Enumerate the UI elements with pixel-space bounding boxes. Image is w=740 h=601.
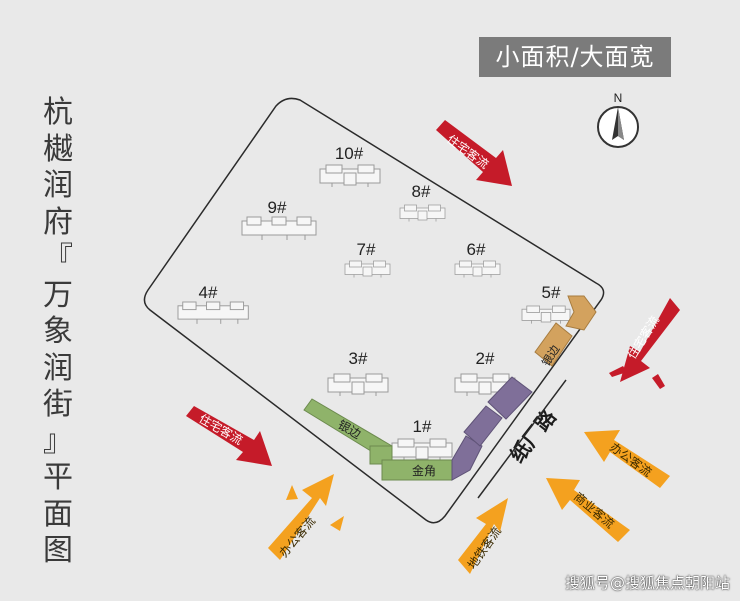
side-title-char: 象 [43, 314, 73, 349]
flow-label: 商业客流 [571, 489, 617, 531]
side-title: 杭 樾 润 府 『 万 象 润 街 』 平 面 图 [38, 95, 78, 570]
feature-badge: 小面积/大面宽 [479, 37, 671, 77]
side-title-char: 润 [43, 168, 73, 203]
side-title-char: 万 [43, 277, 73, 313]
building-9: 9# [241, 198, 317, 241]
zone-purple-mid [463, 405, 503, 447]
zone-tan-top [565, 295, 597, 331]
flow-commercial: 商业客流 [546, 478, 630, 542]
building-1: 1# [391, 417, 453, 462]
side-title-char: 『 [43, 241, 73, 276]
flow-metro: 地铁客流 [458, 498, 508, 574]
building-3: 3# [327, 349, 389, 397]
side-title-char: 平 [43, 460, 73, 495]
site-boundary [143, 97, 605, 524]
side-title-char: 杭 [43, 95, 73, 130]
building-10: 10# [319, 144, 381, 188]
zone-yinbian-right [534, 322, 573, 367]
side-title-char: 』 [43, 423, 73, 459]
flow-label: 办公客流 [607, 439, 655, 479]
side-title-char: 面 [43, 496, 73, 532]
compass-label: N [614, 91, 623, 105]
building-label: 3# [349, 349, 368, 368]
building-label: 8# [412, 182, 431, 201]
zone-label: 金角 [412, 463, 436, 478]
road-label: 纸厂路 [505, 404, 561, 467]
zone-purple-top [487, 376, 533, 420]
flow-residential-left: 住宅客流 [186, 406, 272, 466]
building-label: 6# [467, 240, 486, 259]
flow-office-right: 办公客流 [584, 430, 670, 488]
side-title-char: 图 [43, 533, 73, 568]
building-label: 1# [413, 417, 432, 436]
building-6: 6# [454, 240, 501, 278]
building-label: 5# [542, 283, 561, 302]
road-edge [477, 379, 567, 499]
flow-office-bottom-left: 办公客流 [268, 474, 344, 560]
zone-purple-corner [451, 435, 483, 481]
building-4: 4# [177, 283, 249, 325]
side-title-char: 街 [43, 387, 73, 422]
building-label: 2# [476, 349, 495, 368]
building-8: 8# [399, 182, 446, 222]
flow-residential-top: 住宅客流 [436, 120, 512, 186]
flow-residential-right: 住宅客流 [609, 298, 680, 389]
building-7: 7# [344, 240, 391, 278]
building-2: 2# [454, 349, 516, 397]
building-label: 9# [268, 198, 287, 217]
compass-icon: N [597, 91, 639, 148]
side-title-char: 府 [43, 204, 73, 240]
building-label: 4# [199, 283, 218, 302]
building-5: 5# [521, 283, 571, 325]
watermark: 搜狐号@搜狐焦点朝阳站 [564, 574, 730, 592]
building-label: 7# [357, 240, 376, 259]
flow-label: 住宅客流 [197, 411, 246, 448]
building-label: 10# [335, 144, 364, 163]
side-title-char: 樾 [43, 131, 73, 167]
side-title-char: 润 [43, 350, 73, 386]
